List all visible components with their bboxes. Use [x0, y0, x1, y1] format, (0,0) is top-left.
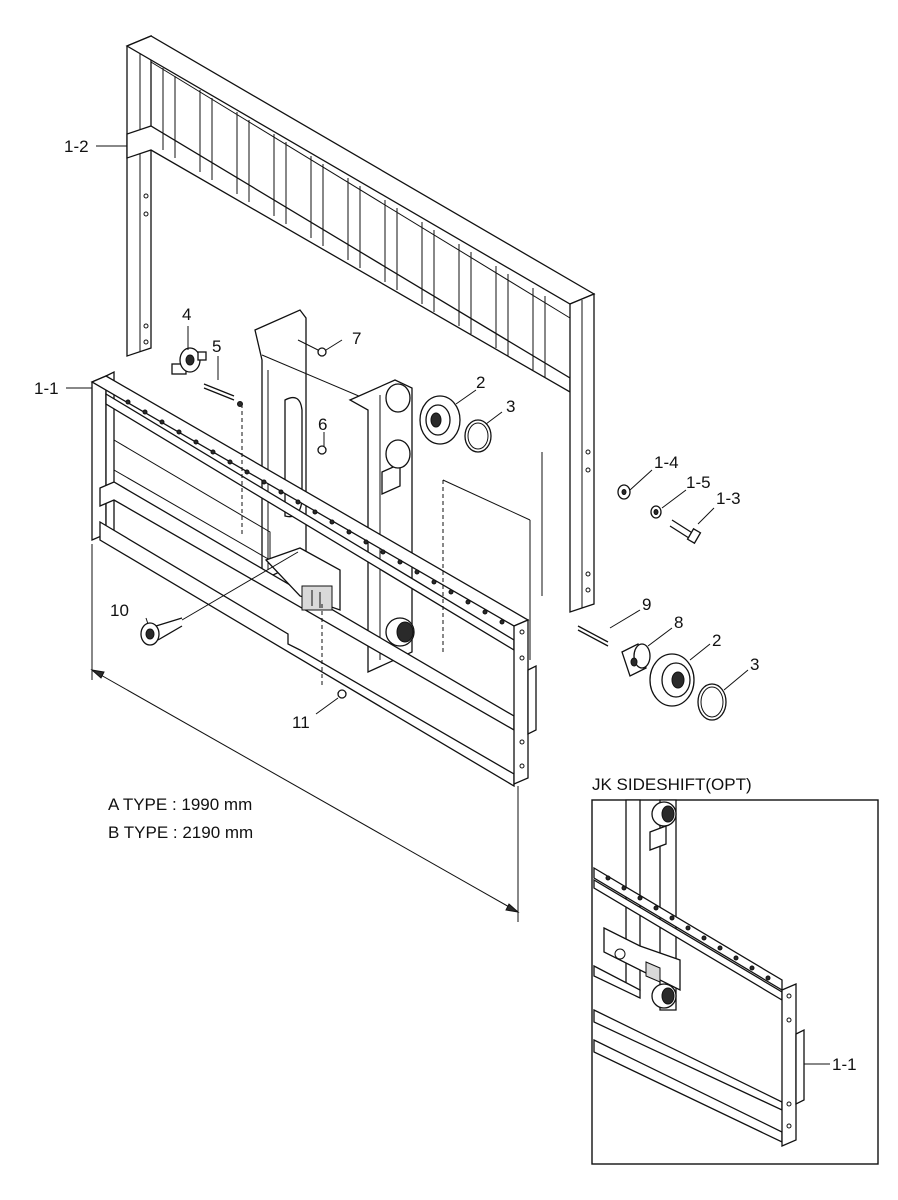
load-backrest: [125, 35, 596, 613]
label-1-1: 1-1: [34, 379, 59, 398]
label-8: 8: [674, 613, 683, 632]
label-4: 4: [182, 305, 191, 324]
bearing-upper-part-2: [419, 395, 461, 445]
washer-part-1-4: [617, 484, 631, 500]
collar-part-8: [621, 643, 651, 677]
label-1-3: 1-3: [716, 489, 741, 508]
jk-sideshift-inset: [591, 799, 879, 1165]
inset-label-1-1: 1-1: [832, 1055, 857, 1074]
label-1-5: 1-5: [686, 473, 711, 492]
label-5: 5: [212, 337, 221, 356]
washer-part-1-5: [650, 505, 662, 519]
screw-part-7: [297, 339, 327, 357]
snap-ring-upper-part-3: [464, 419, 492, 453]
label-7: 7: [352, 329, 361, 348]
bearing-lower-part-2: [649, 653, 695, 707]
width-dimension: [90, 544, 520, 922]
stopper-part-4: [171, 347, 207, 375]
label-9: 9: [642, 595, 651, 614]
screw-part-11: [337, 689, 347, 699]
label-1-2: 1-2: [64, 137, 89, 156]
label-3-upper: 3: [506, 397, 515, 416]
label-10: 10: [110, 601, 129, 620]
leader-lines: [66, 145, 749, 715]
pin-part-5: [203, 383, 243, 407]
label-2-lower: 2: [712, 631, 721, 650]
fork-carriage: [90, 370, 537, 788]
bolt-part-10: [140, 551, 299, 646]
label-1-4: 1-4: [654, 453, 679, 472]
alignment-lines: [241, 404, 543, 686]
inset-title: JK SIDESHIFT(OPT): [592, 775, 752, 794]
label-3-lower: 3: [750, 655, 759, 674]
label-2-upper: 2: [476, 373, 485, 392]
callout-labels: 1-2 1-1 4 5 7 6 2 3 1-4 1-5 1-3 9 8 2 3 …: [34, 137, 759, 732]
nut-part-6: [317, 445, 327, 455]
snap-ring-lower-part-3: [697, 683, 727, 721]
dimension-a-type: A TYPE : 1990 mm: [108, 795, 252, 814]
label-6: 6: [318, 415, 327, 434]
bolt-part-1-3: [669, 519, 702, 545]
label-11: 11: [292, 713, 310, 732]
pin-part-9: [577, 625, 609, 647]
dimension-b-type: B TYPE : 2190 mm: [108, 823, 253, 842]
